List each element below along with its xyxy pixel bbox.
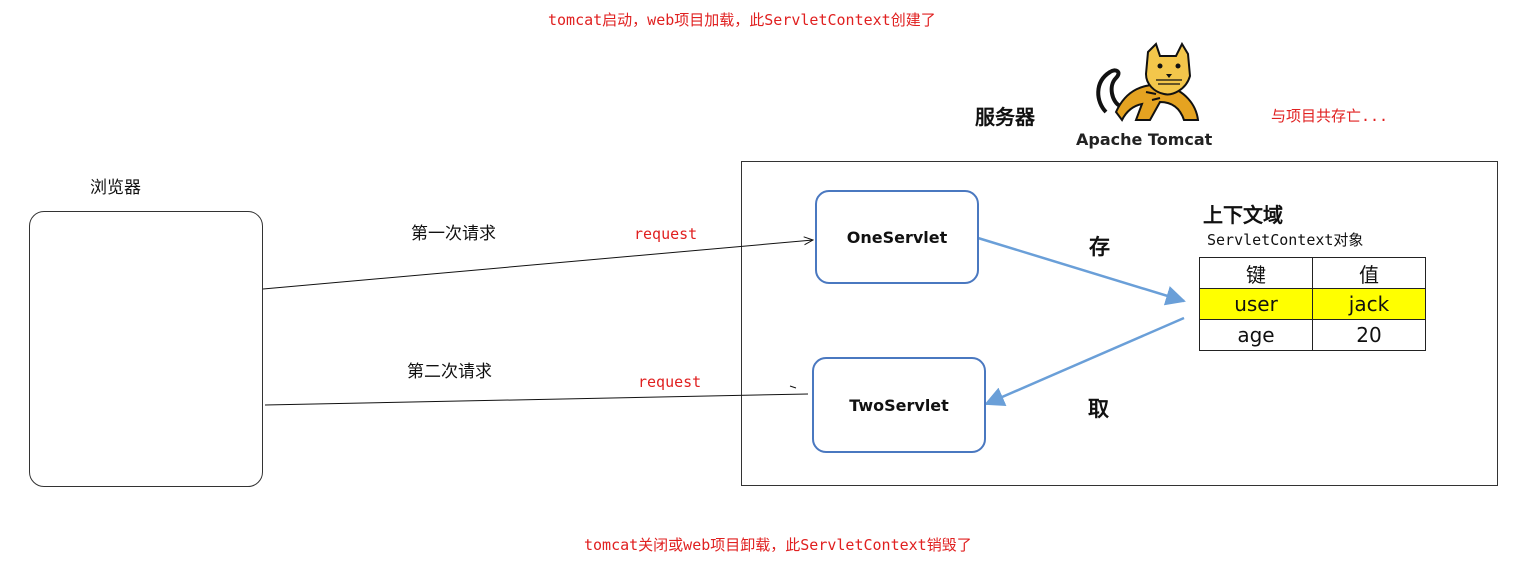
coexist-note: 与项目共存亡... xyxy=(1271,107,1389,125)
table-cell-key: user xyxy=(1199,288,1313,320)
table-cell-key: age xyxy=(1199,319,1313,351)
request2-label: request xyxy=(638,373,702,391)
request2-arrow xyxy=(264,393,809,406)
request1-arrow xyxy=(262,240,813,290)
fetch-label: 取 xyxy=(1088,397,1109,421)
fetch-arrow xyxy=(984,316,1185,407)
table-cell-value: 20 xyxy=(1312,319,1426,351)
request2-title: 第二次请求 xyxy=(407,362,492,382)
request1-title: 第一次请求 xyxy=(411,224,496,244)
tomcat-cat-icon xyxy=(1096,41,1200,122)
table-cell-value: jack xyxy=(1312,288,1426,320)
context-table: 键 值 user jack age 20 xyxy=(1199,257,1426,351)
table-header-key: 键 xyxy=(1199,257,1313,289)
table-row: user jack xyxy=(1199,288,1426,320)
table-header-row: 键 值 xyxy=(1199,257,1426,289)
server-label: 服务器 xyxy=(975,105,1035,129)
browser-box xyxy=(29,211,263,487)
tomcat-label: Apache Tomcat xyxy=(1076,130,1213,149)
request1-label: request xyxy=(634,225,698,243)
table-row: age 20 xyxy=(1199,319,1426,351)
domain-subtitle: ServletContext对象 xyxy=(1207,231,1364,249)
two-servlet-box: TwoServlet xyxy=(812,357,986,453)
table-header-value: 值 xyxy=(1312,257,1426,289)
bottom-note: tomcat关闭或web项目卸载，此ServletContext销毁了 xyxy=(584,536,972,554)
tomcat-logo xyxy=(1086,41,1206,130)
top-note: tomcat启动，web项目加载，此ServletContext创建了 xyxy=(548,11,936,29)
request2-arrowhead xyxy=(789,385,797,389)
domain-title: 上下文域 xyxy=(1203,203,1283,227)
browser-label: 浏览器 xyxy=(90,178,141,198)
store-label: 存 xyxy=(1089,235,1110,259)
one-servlet-box: OneServlet xyxy=(815,190,979,284)
store-arrow xyxy=(977,236,1186,306)
